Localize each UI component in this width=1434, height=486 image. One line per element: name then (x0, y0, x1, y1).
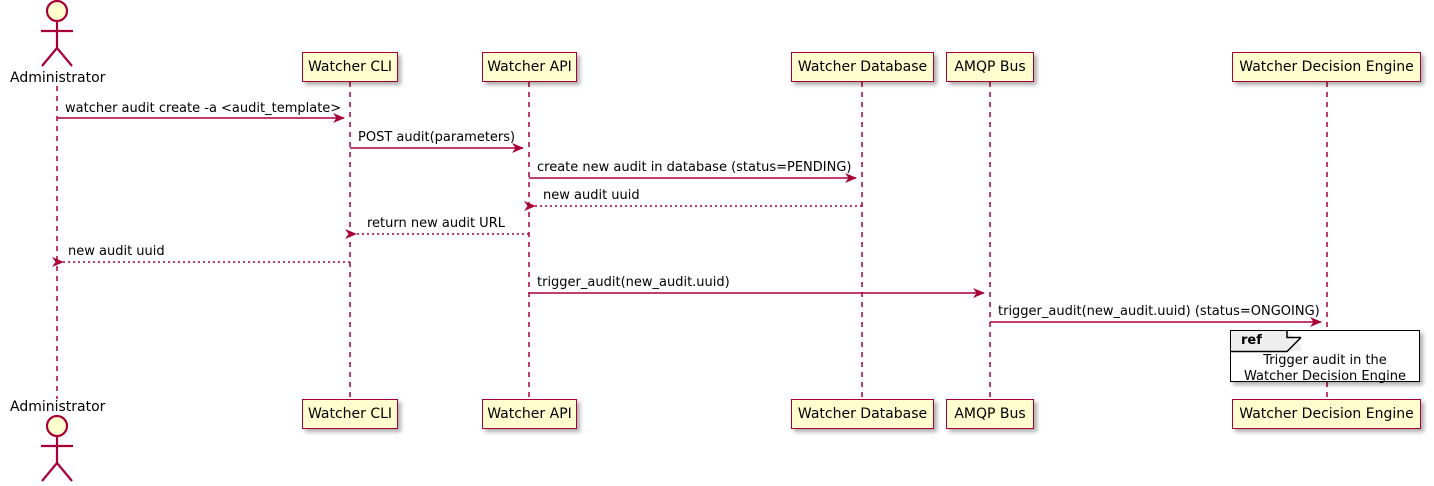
participant-box-amqp-bus-top[interactable]: AMQP Bus (946, 52, 1034, 82)
message-label-1: watcher audit create -a <audit_template> (65, 101, 342, 116)
participant-box-watcher-cli-top[interactable]: Watcher CLI (302, 52, 398, 82)
messages-group (52, 113, 1322, 327)
message-label-2: POST audit(parameters) (358, 130, 516, 145)
message-label-6: new audit uuid (68, 244, 165, 259)
actor-administrator-top-glyph (41, 0, 73, 67)
message-label-4: new audit uuid (543, 188, 640, 203)
participant-box-watcher-decision-engine-top[interactable]: Watcher Decision Engine (1232, 52, 1421, 82)
participant-box-watcher-api-top[interactable]: Watcher API (482, 52, 577, 82)
participant-box-watcher-database-bottom[interactable]: Watcher Database (791, 399, 934, 429)
ref-fragment-tab (1231, 331, 1301, 351)
ref-fragment-body: Trigger audit in the Watcher Decision En… (1231, 353, 1419, 385)
ref-fragment-tab-outline (1231, 331, 1302, 353)
ref-fragment-line-2: Watcher Decision Engine (1244, 369, 1406, 384)
lifelines-group (56, 82, 1328, 399)
actor-administrator-bottom-glyph (41, 414, 73, 482)
participant-box-watcher-cli-bottom[interactable]: Watcher CLI (302, 399, 398, 429)
ref-fragment: ref Trigger audit in the Watcher Decisio… (1230, 330, 1420, 385)
message-label-5: return new audit URL (367, 216, 505, 231)
actor-label-administrator-top: Administrator (10, 70, 106, 86)
ref-fragment-line-1: Trigger audit in the (1263, 353, 1387, 368)
participant-box-watcher-decision-engine-bottom[interactable]: Watcher Decision Engine (1232, 399, 1421, 429)
message-label-8: trigger_audit(new_audit.uuid) (status=ON… (998, 304, 1320, 319)
message-label-7: trigger_audit(new_audit.uuid) (537, 275, 730, 290)
participant-box-watcher-database-top[interactable]: Watcher Database (791, 52, 934, 82)
actor-label-administrator-bottom: Administrator (10, 399, 106, 415)
participant-box-watcher-api-bottom[interactable]: Watcher API (482, 399, 577, 429)
message-label-3: create new audit in database (status=PEN… (537, 160, 852, 175)
ref-fragment-keyword: ref (1241, 333, 1262, 348)
participant-box-amqp-bus-bottom[interactable]: AMQP Bus (946, 399, 1034, 429)
